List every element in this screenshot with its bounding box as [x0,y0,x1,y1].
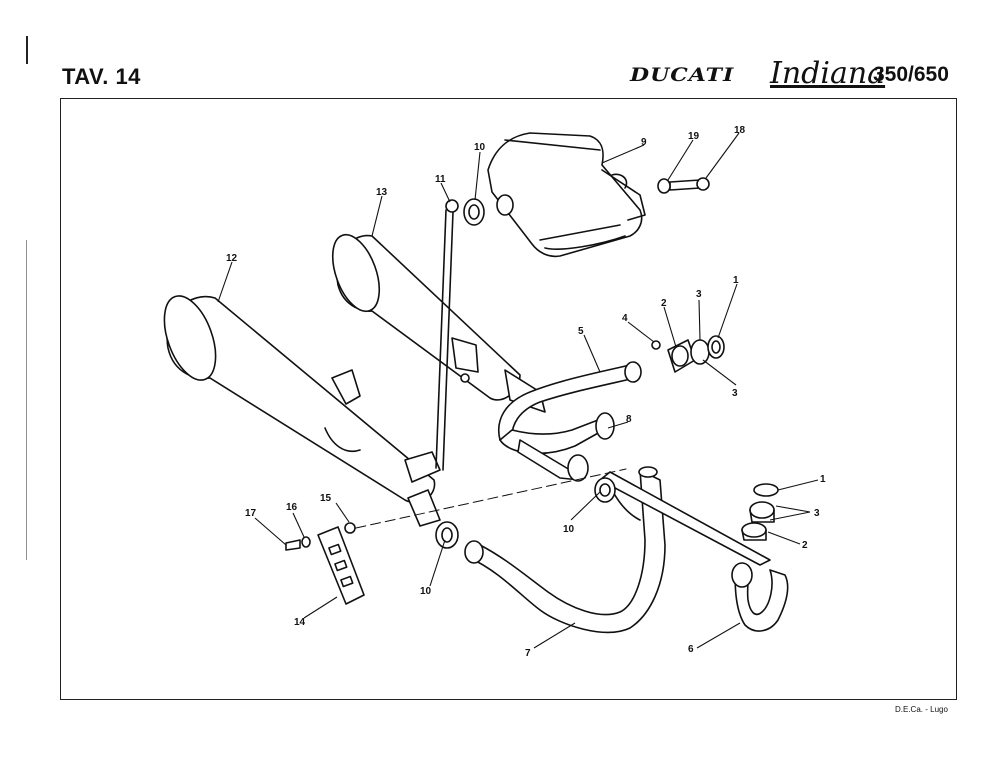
hanger-rod-11 [435,199,459,471]
washer-19 [657,178,671,194]
model-logo: Indiana [770,56,886,91]
nut-4 [651,340,661,350]
muffler-12-bracket [331,369,361,405]
callout-14: 14 [294,617,306,628]
brand-logo: DUCATI [630,63,735,87]
clamp-10-upper [463,194,514,226]
box-9 [487,132,646,258]
diagram-frame [60,98,957,700]
clamp-10-lower [435,521,459,549]
exhaust-pipe-7 [464,466,666,634]
y-joint [499,412,615,482]
bolt-18 [669,177,710,191]
brand-header: DUCATI Indiana 350/650 [630,56,960,92]
callout-11: 11 [435,174,446,185]
leader-lines [217,132,819,649]
callout-labels: 12 13 11 10 9 19 18 1 3 2 4 3 5 8 10 10 … [226,125,826,659]
callout-18: 18 [734,125,746,136]
callout-1: 1 [820,474,826,485]
callout-2: 2 [661,298,667,309]
callout-3: 3 [696,289,702,300]
scan-edge-mark [26,36,28,64]
callout-1: 1 [733,275,739,286]
ring-3-upper [690,339,710,365]
scan-edge-mark [26,240,27,560]
callout-16: 16 [286,502,298,513]
callout-10: 10 [563,524,575,535]
washer-16 [301,536,311,548]
credit-text: D.E.Ca. - Lugo [895,705,948,714]
model-version: 350/650 [873,63,949,86]
nut-15 [344,522,356,534]
crossover-pipe [599,471,771,566]
muffler-12 [163,295,441,527]
flange-2-lower [741,522,767,541]
exhaust-pipe-6 [731,562,789,632]
callout-3: 3 [814,508,820,519]
callout-10: 10 [474,142,486,153]
callout-12: 12 [226,253,238,264]
callout-4: 4 [622,313,628,324]
callout-17: 17 [245,508,257,519]
callout-15: 15 [320,493,332,504]
callout-5: 5 [578,326,584,337]
page-title: TAV. 14 [62,64,141,89]
ring-1-upper [707,335,725,359]
callout-19: 19 [688,131,700,142]
plate-14 [317,526,365,605]
callout-3: 3 [732,388,738,399]
callout-7: 7 [525,648,531,659]
callout-6: 6 [688,644,694,655]
callout-10: 10 [420,586,432,597]
muffler-13-bracket [451,337,479,373]
ring-3-lower [749,501,775,523]
bolt-17 [285,539,301,551]
clamp-8 [595,412,615,440]
clamp-10-mid [594,477,616,503]
ring-1-lower [753,483,779,497]
callout-9: 9 [641,137,647,148]
callout-2: 2 [802,540,808,551]
callout-8: 8 [626,414,632,425]
callout-13: 13 [376,187,388,198]
